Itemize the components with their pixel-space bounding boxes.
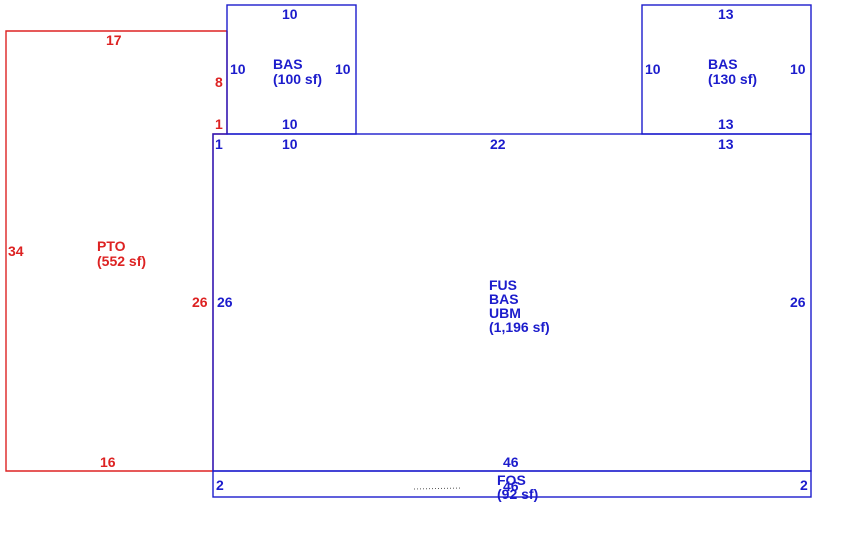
main-dim-inner-corner: 1 bbox=[215, 136, 223, 152]
main-dim-bottom: 46 bbox=[503, 454, 519, 470]
main-dim-left: 26 bbox=[217, 294, 233, 310]
main-dim-right: 26 bbox=[790, 294, 806, 310]
bas-right-dim-top: 13 bbox=[718, 6, 734, 22]
bas-right-dim-bottom: 13 bbox=[718, 116, 734, 132]
bas-right-code: BAS bbox=[708, 56, 738, 72]
pto-dim-step-lower: 1 bbox=[215, 116, 223, 132]
fos-outline bbox=[212, 470, 812, 498]
pto-dim-right: 26 bbox=[192, 294, 208, 310]
bas-right-area-label: (130 sf) bbox=[708, 71, 757, 87]
bas-left-dim-bottom: 10 bbox=[282, 116, 298, 132]
bas-left-dim-right: 10 bbox=[335, 61, 351, 77]
fos-dim-left: 2 bbox=[216, 477, 224, 493]
bas-left-area: 10 10 10 10 BAS (100 sf) bbox=[226, 4, 357, 135]
fos-area-label: (92 sf) bbox=[497, 486, 538, 502]
fos-overlap-dim: 46 bbox=[503, 478, 519, 494]
main-code-bas: BAS bbox=[489, 291, 519, 307]
pto-dim-step-upper: 8 bbox=[215, 74, 223, 90]
main-code-ubm: UBM bbox=[489, 305, 521, 321]
pto-area: 17 34 16 26 8 1 PTO (552 sf) bbox=[5, 30, 228, 472]
bas-right-dim-left: 10 bbox=[645, 61, 661, 77]
bas-left-dim-top: 10 bbox=[282, 6, 298, 22]
bas-left-area-label: (100 sf) bbox=[273, 71, 322, 87]
pto-area-label: (552 sf) bbox=[97, 253, 146, 269]
fos-dotted-mark bbox=[413, 487, 463, 490]
pto-code: PTO bbox=[97, 238, 126, 254]
bas-right-dim-right: 10 bbox=[790, 61, 806, 77]
main-area-label: (1,196 sf) bbox=[489, 319, 550, 335]
fos-code: FOS bbox=[497, 472, 526, 488]
fos-area: 2 2 FOS 46 (92 sf) bbox=[212, 470, 812, 502]
main-dim-below-bas-right: 13 bbox=[718, 136, 734, 152]
bas-left-code: BAS bbox=[273, 56, 303, 72]
bas-right-area: 13 10 10 13 BAS (130 sf) bbox=[641, 4, 812, 135]
fos-dim-right: 2 bbox=[800, 477, 808, 493]
pto-dim-left: 34 bbox=[8, 243, 24, 259]
main-area: 1 10 22 13 26 26 46 FUS BAS UBM (1,196 s… bbox=[212, 133, 812, 472]
main-dim-top: 22 bbox=[490, 136, 506, 152]
main-code-fus: FUS bbox=[489, 277, 517, 293]
bas-left-dim-left: 10 bbox=[230, 61, 246, 77]
pto-dim-top: 17 bbox=[106, 32, 122, 48]
pto-dim-bottom: 16 bbox=[100, 454, 116, 470]
main-dim-below-bas-left: 10 bbox=[282, 136, 298, 152]
